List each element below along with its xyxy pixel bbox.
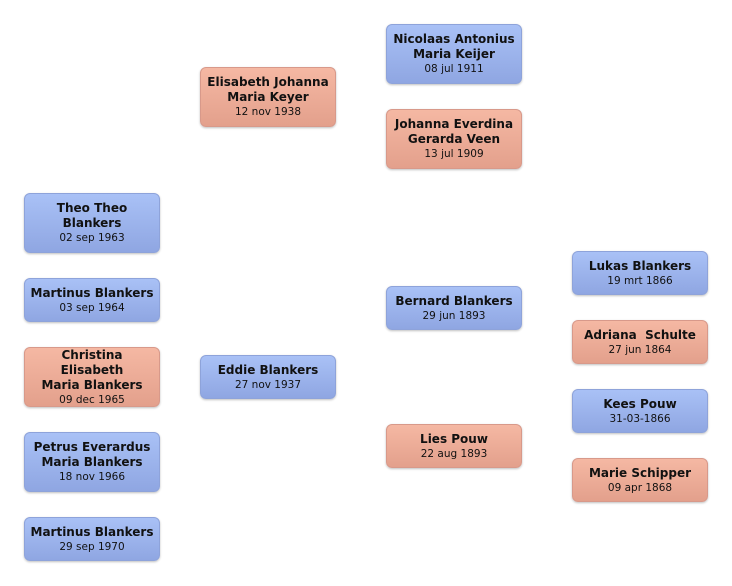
person-date: 13 jul 1909 (424, 148, 484, 160)
person-name: Martinus Blankers (30, 285, 154, 300)
person-date: 29 sep 1970 (59, 540, 125, 553)
person-name: Lies Pouw (420, 431, 488, 446)
person-date: 22 aug 1893 (420, 447, 488, 460)
person-name: Marie Schipper (588, 465, 692, 480)
person-date: 31-03-1866 (609, 412, 671, 425)
person-card-theo[interactable]: Theo Theo Blankers 02 sep 1963 (24, 193, 160, 253)
person-card-lukas[interactable]: Lukas Blankers 19 mrt 1866 (572, 251, 708, 295)
person-date: 27 jun 1864 (608, 343, 672, 356)
person-card-petrus[interactable]: Petrus Everardus Maria Blankers 18 nov 1… (24, 432, 160, 492)
person-date: 09 apr 1868 (607, 481, 673, 494)
person-date: 29 jun 1893 (422, 309, 486, 322)
person-name: Lukas Blankers (588, 258, 692, 273)
person-name: Theo Theo Blankers (56, 201, 128, 230)
person-card-kees[interactable]: Kees Pouw 31-03-1866 (572, 389, 708, 433)
person-date: 02 sep 1963 (59, 232, 125, 244)
person-date: 03 sep 1964 (59, 301, 125, 314)
person-name: Johanna Everdina Gerarda Veen (394, 117, 514, 146)
person-card-eddie[interactable]: Eddie Blankers 27 nov 1937 (200, 355, 336, 399)
person-name: Eddie Blankers (217, 362, 319, 377)
person-card-lies[interactable]: Lies Pouw 22 aug 1893 (386, 424, 522, 468)
person-card-adriana[interactable]: Adriana Schulte 27 jun 1864 (572, 320, 708, 364)
person-name: Petrus Everardus Maria Blankers (33, 440, 151, 469)
person-card-marie[interactable]: Marie Schipper 09 apr 1868 (572, 458, 708, 502)
person-date: 27 nov 1937 (234, 378, 302, 391)
person-card-martinus-1964[interactable]: Martinus Blankers 03 sep 1964 (24, 278, 160, 322)
person-name: Christina Elisabeth Maria Blankers (41, 347, 143, 392)
person-name: Adriana Schulte (584, 327, 696, 342)
person-name: Bernard Blankers (395, 293, 513, 308)
person-date: 09 dec 1965 (59, 393, 125, 406)
person-name: Elisabeth Johanna Maria Keyer (207, 75, 329, 104)
person-date: 08 jul 1911 (424, 63, 484, 75)
person-card-nicolaas[interactable]: Nicolaas Antonius Maria Keijer 08 jul 19… (386, 24, 522, 84)
person-card-johanna[interactable]: Johanna Everdina Gerarda Veen 13 jul 190… (386, 109, 522, 169)
person-card-christina[interactable]: Christina Elisabeth Maria Blankers 09 de… (24, 347, 160, 407)
person-date: 12 nov 1938 (234, 106, 302, 118)
person-card-martinus-1970[interactable]: Martinus Blankers 29 sep 1970 (24, 517, 160, 561)
person-card-bernard[interactable]: Bernard Blankers 29 jun 1893 (386, 286, 522, 330)
person-card-elisabeth[interactable]: Elisabeth Johanna Maria Keyer 12 nov 193… (200, 67, 336, 127)
person-name: Nicolaas Antonius Maria Keijer (393, 32, 515, 61)
person-date: 18 nov 1966 (58, 471, 126, 483)
person-date: 19 mrt 1866 (607, 274, 673, 287)
person-name: Martinus Blankers (30, 524, 154, 539)
person-name: Kees Pouw (603, 396, 677, 411)
